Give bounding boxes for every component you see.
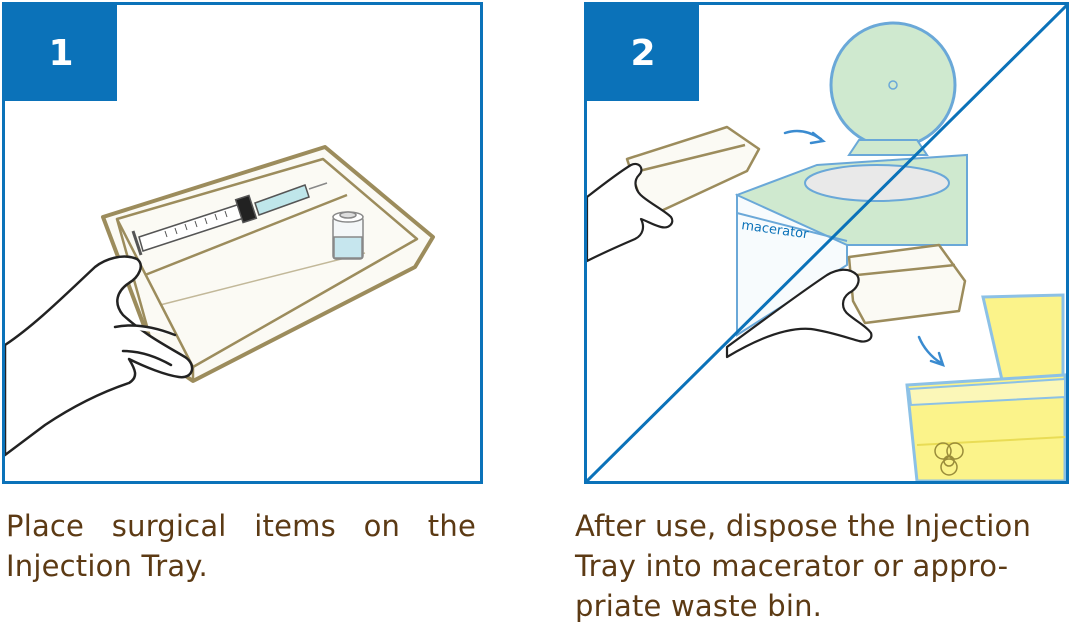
step-2-caption-line: Tray into macerator or appro- (575, 546, 1069, 586)
step-2-caption: After use, dispose the Injection Tray in… (575, 506, 1069, 626)
step-1-caption: Place surgical items on the Injection Tr… (6, 506, 476, 586)
step-2-panel: 2 macerator (584, 2, 1069, 484)
step-1-caption-line: Injection Tray. (6, 546, 476, 586)
step-2-caption-line: priate waste bin. (575, 586, 1069, 626)
step-1-panel: 1 (2, 2, 483, 484)
vial-icon (333, 212, 363, 259)
waste-bin-icon (907, 295, 1065, 481)
step-1-badge: 1 (5, 5, 117, 101)
injection-tray (849, 245, 965, 323)
step-2-badge: 2 (587, 5, 699, 101)
step-1-caption-line: Place surgical items on the (6, 506, 476, 546)
step-2-caption-line: After use, dispose the Injection (575, 506, 1069, 546)
